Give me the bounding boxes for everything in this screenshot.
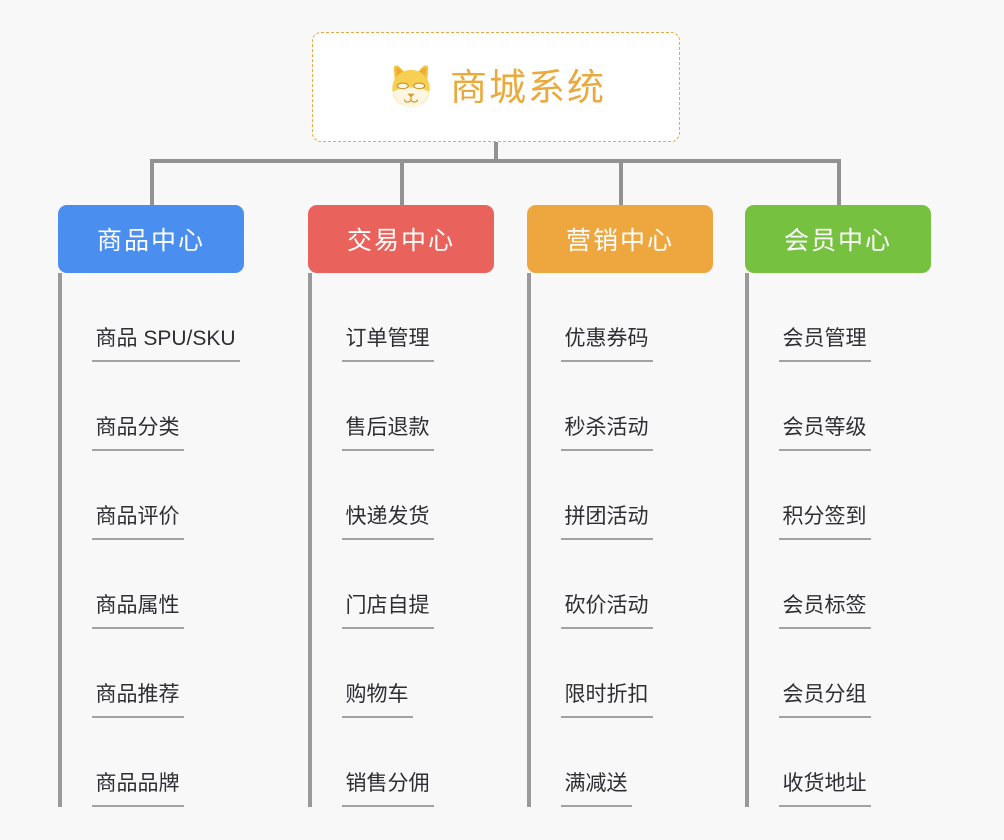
leaf-label: 砍价活动: [560, 593, 653, 629]
leaf-spine-1: [58, 273, 62, 807]
connector-drop-1: [150, 159, 154, 205]
leaf-label: 商品品牌: [91, 771, 184, 807]
leaf-label: 商品 SPU/SKU: [91, 326, 240, 362]
leaf-item[interactable]: 商品推荐: [62, 629, 245, 718]
leaf-label: 订单管理: [341, 326, 434, 362]
shiba-dog-face-icon: [392, 65, 430, 108]
leaf-item[interactable]: 秒杀活动: [531, 362, 714, 451]
leaf-label: 积分签到: [778, 504, 871, 540]
leaf-label: 商品分类: [91, 415, 184, 451]
leaf-item[interactable]: 会员分组: [749, 629, 932, 718]
leaf-item[interactable]: 满减送: [531, 718, 714, 807]
leaf-item[interactable]: 门店自提: [312, 540, 495, 629]
leaf-item[interactable]: 快递发货: [312, 451, 495, 540]
branch-header-label-3: 营销中心: [565, 227, 674, 255]
leaf-label: 快递发货: [341, 504, 434, 540]
leaf-label: 优惠券码: [560, 326, 653, 362]
branch-column-2: 交易中心 订单管理 售后退款 快递发货 门店自提 购物车 销售分佣: [308, 205, 494, 807]
leaf-list-2: 订单管理 售后退款 快递发货 门店自提 购物车 销售分佣: [308, 273, 494, 807]
leaf-item[interactable]: 商品 SPU/SKU: [62, 273, 245, 362]
leaf-spine-4: [745, 273, 749, 807]
leaf-item[interactable]: 收货地址: [749, 718, 932, 807]
leaf-item[interactable]: 砍价活动: [531, 540, 714, 629]
leaf-list-4: 会员管理 会员等级 积分签到 会员标签 会员分组 收货地址: [745, 273, 931, 807]
leaf-item[interactable]: 商品分类: [62, 362, 245, 451]
leaf-item[interactable]: 会员管理: [749, 273, 932, 362]
leaf-item[interactable]: 积分签到: [749, 451, 932, 540]
leaf-item[interactable]: 购物车: [312, 629, 495, 718]
leaf-list-1: 商品 SPU/SKU 商品分类 商品评价 商品属性 商品推荐 商品品牌: [58, 273, 244, 807]
branch-column-4: 会员中心 会员管理 会员等级 积分签到 会员标签 会员分组 收货地址: [745, 205, 931, 807]
leaf-item[interactable]: 限时折扣: [531, 629, 714, 718]
leaf-label: 会员标签: [778, 593, 871, 629]
leaf-item[interactable]: 会员等级: [749, 362, 932, 451]
branch-header-2[interactable]: 交易中心: [308, 205, 494, 273]
leaf-item[interactable]: 商品评价: [62, 451, 245, 540]
root-node[interactable]: 商城系统: [312, 32, 680, 142]
branch-header-4[interactable]: 会员中心: [745, 205, 931, 273]
branch-column-3: 营销中心 优惠券码 秒杀活动 拼团活动 砍价活动 限时折扣 满减送: [527, 205, 713, 807]
leaf-label: 拼团活动: [560, 504, 653, 540]
leaf-label: 收货地址: [778, 771, 871, 807]
leaf-spine-2: [308, 273, 312, 807]
leaf-label: 会员分组: [778, 682, 871, 718]
branch-header-label-1: 商品中心: [96, 227, 205, 255]
connector-stem: [494, 142, 498, 162]
leaf-spine-3: [527, 273, 531, 807]
leaf-item[interactable]: 优惠券码: [531, 273, 714, 362]
branch-header-1[interactable]: 商品中心: [58, 205, 244, 273]
leaf-item[interactable]: 拼团活动: [531, 451, 714, 540]
leaf-label: 会员等级: [778, 415, 871, 451]
branch-column-1: 商品中心 商品 SPU/SKU 商品分类 商品评价 商品属性 商品推荐 商品品牌: [58, 205, 244, 807]
branch-header-label-2: 交易中心: [346, 227, 455, 255]
leaf-label: 满减送: [560, 771, 632, 807]
leaf-label: 购物车: [341, 682, 413, 718]
leaf-label: 售后退款: [341, 415, 434, 451]
leaf-label: 限时折扣: [560, 682, 653, 718]
connector-bus: [150, 159, 840, 163]
branch-header-label-4: 会员中心: [783, 227, 892, 255]
leaf-item[interactable]: 商品品牌: [62, 718, 245, 807]
connector-drop-2: [400, 159, 404, 205]
leaf-label: 销售分佣: [341, 771, 434, 807]
leaf-label: 会员管理: [778, 326, 871, 362]
leaf-label: 秒杀活动: [560, 415, 653, 451]
leaf-item[interactable]: 售后退款: [312, 362, 495, 451]
leaf-item[interactable]: 订单管理: [312, 273, 495, 362]
leaf-item[interactable]: 商品属性: [62, 540, 245, 629]
connector-drop-4: [837, 159, 841, 205]
leaf-label: 商品评价: [91, 504, 184, 540]
connector-drop-3: [619, 159, 623, 205]
root-title: 商城系统: [450, 66, 606, 108]
leaf-list-3: 优惠券码 秒杀活动 拼团活动 砍价活动 限时折扣 满减送: [527, 273, 713, 807]
leaf-label: 商品推荐: [91, 682, 184, 718]
leaf-label: 商品属性: [91, 593, 184, 629]
branch-header-3[interactable]: 营销中心: [527, 205, 713, 273]
leaf-label: 门店自提: [341, 593, 434, 629]
leaf-item[interactable]: 会员标签: [749, 540, 932, 629]
leaf-item[interactable]: 销售分佣: [312, 718, 495, 807]
